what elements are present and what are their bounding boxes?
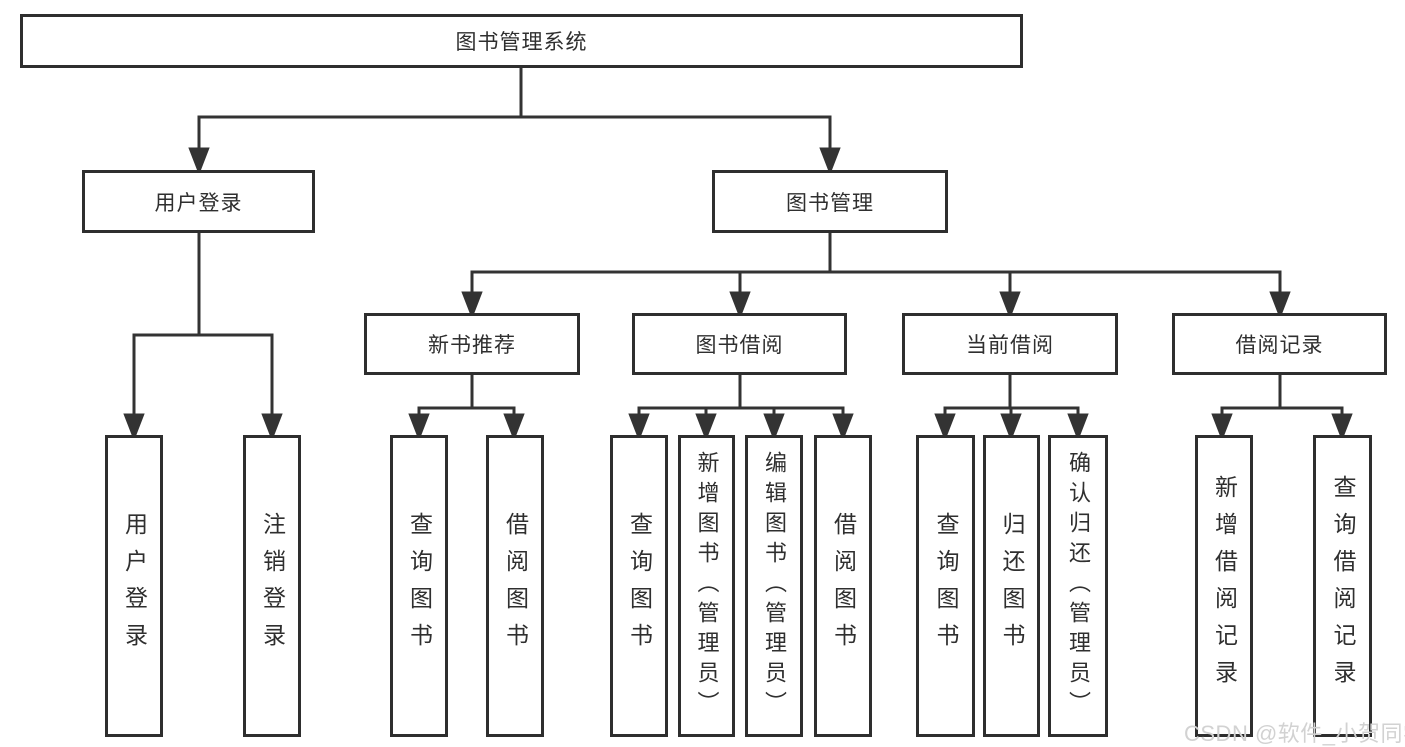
leaf-current-query-books-label: 查询图书 — [933, 512, 959, 660]
leaf-borrow-query-books-label: 查询图书 — [626, 512, 653, 660]
node-book-borrow-label: 图书借阅 — [695, 334, 784, 357]
leaf-edit-books-admin-label: 编辑图书（管理员） — [762, 451, 787, 721]
leaf-add-borrow-record: 新增借阅记录 — [1195, 435, 1253, 737]
node-borrow-records: 借阅记录 — [1172, 313, 1387, 375]
leaf-current-query-books: 查询图书 — [916, 435, 975, 737]
node-book-borrow: 图书借阅 — [632, 313, 847, 375]
leaf-recommend-borrow-books-label: 借阅图书 — [502, 512, 529, 660]
node-new-book-recommend: 新书推荐 — [364, 313, 580, 375]
leaf-recommend-query-books: 查询图书 — [390, 435, 448, 737]
leaf-logout-label: 注销登录 — [259, 512, 286, 660]
node-current-borrow: 当前借阅 — [902, 313, 1118, 375]
leaf-user-login: 用户登录 — [105, 435, 163, 737]
leaf-borrow-books-label: 借阅图书 — [830, 512, 857, 660]
node-book-management-label: 图书管理 — [786, 191, 874, 215]
csdn-watermark: CSDN @软件_小贺同学 — [1184, 721, 1405, 746]
leaf-confirm-return-admin-label: 确认归还（管理员） — [1066, 451, 1091, 721]
node-root-label: 图书管理系统 — [455, 31, 588, 54]
leaf-query-borrow-record-label: 查询借阅记录 — [1330, 475, 1356, 697]
node-book-management: 图书管理 — [712, 170, 948, 233]
leaf-confirm-return-admin: 确认归还（管理员） — [1048, 435, 1108, 737]
leaf-borrow-books: 借阅图书 — [814, 435, 872, 737]
leaf-return-books-label: 归还图书 — [999, 512, 1025, 660]
leaf-add-borrow-record-label: 新增借阅记录 — [1211, 475, 1238, 697]
leaf-add-books-admin-label: 新增图书（管理员） — [694, 451, 720, 721]
leaf-borrow-query-books: 查询图书 — [610, 435, 668, 737]
leaf-query-borrow-record: 查询借阅记录 — [1313, 435, 1372, 737]
leaf-add-books-admin: 新增图书（管理员） — [678, 435, 735, 737]
leaf-return-books: 归还图书 — [983, 435, 1040, 737]
leaf-user-login-label: 用户登录 — [121, 512, 148, 660]
node-root: 图书管理系统 — [20, 14, 1023, 68]
node-user-login-label: 用户登录 — [154, 191, 243, 215]
node-current-borrow-label: 当前借阅 — [966, 334, 1054, 357]
leaf-edit-books-admin: 编辑图书（管理员） — [745, 435, 803, 737]
node-new-book-recommend-label: 新书推荐 — [428, 334, 516, 357]
leaf-recommend-query-books-label: 查询图书 — [406, 512, 433, 660]
node-borrow-records-label: 借阅记录 — [1235, 334, 1324, 357]
leaf-recommend-borrow-books: 借阅图书 — [486, 435, 544, 737]
leaf-logout: 注销登录 — [243, 435, 301, 737]
node-user-login: 用户登录 — [82, 170, 315, 233]
